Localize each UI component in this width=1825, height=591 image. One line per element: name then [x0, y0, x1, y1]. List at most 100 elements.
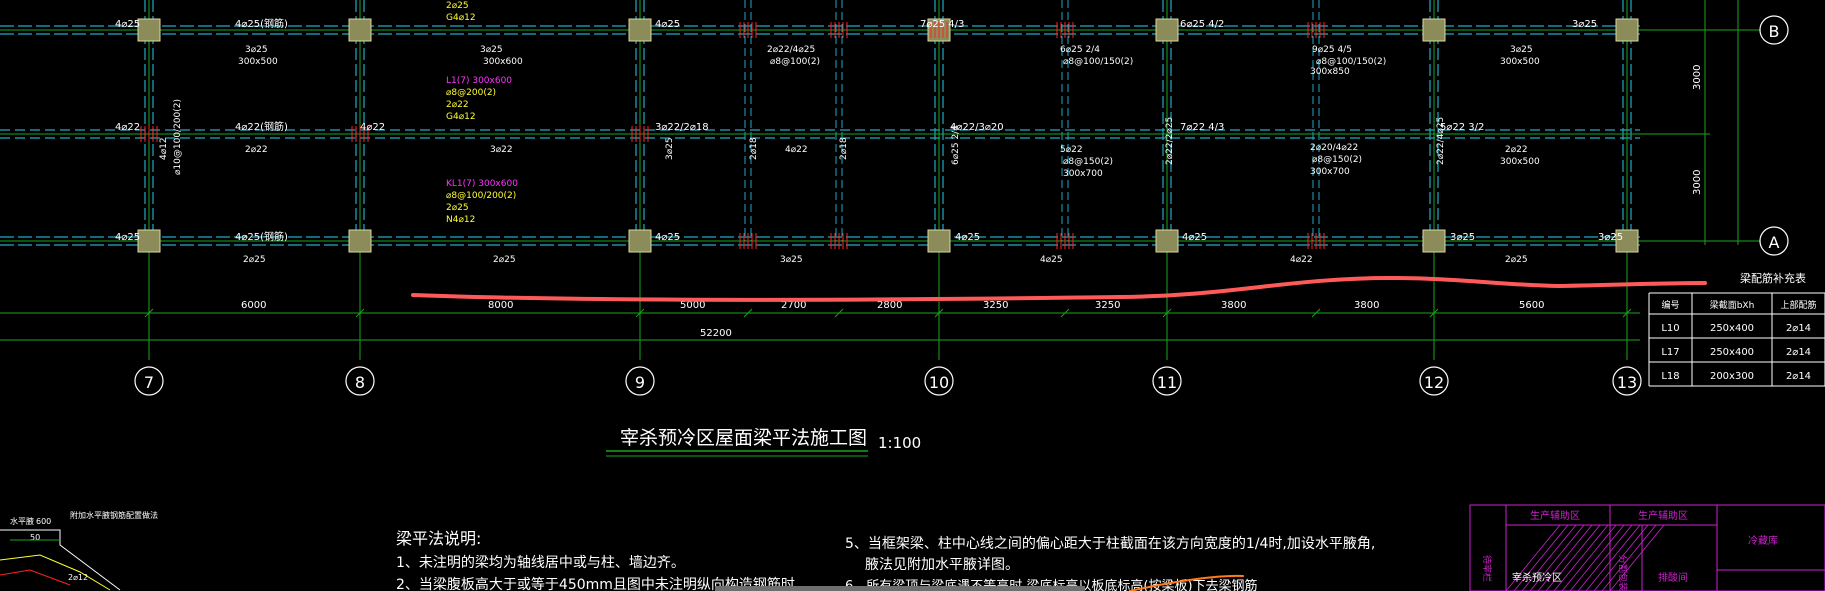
bay-span-dim: 3250 [1095, 300, 1120, 311]
detail-label: 50 [30, 533, 40, 542]
scrollbar-strip [715, 586, 1085, 591]
axis-label: 10 [929, 373, 949, 392]
beam-label-l1: 2⌀22 [446, 100, 469, 110]
beam-label-top: 4⌀25 [655, 19, 680, 30]
beam-label: 2⌀25 [1505, 255, 1528, 265]
axis-label: 7 [144, 373, 154, 392]
bay-span-dim: 2700 [781, 300, 806, 311]
beam-label: 3⌀22 [490, 145, 513, 155]
beam-label: 4⌀25 [1040, 255, 1063, 265]
beam-label-vertical: 2⌀18 [839, 137, 849, 160]
legend-hatch [1577, 524, 1633, 591]
legend-hatch [1593, 524, 1649, 591]
table-cell: L10 [1661, 323, 1679, 334]
beam-label-kl1: 2⌀25 [446, 203, 469, 213]
column-section [137, 18, 161, 42]
beam-label-mid: 4⌀22 [360, 122, 385, 133]
legend-hatch [1521, 524, 1577, 591]
beam-label: 300x700 [1310, 167, 1350, 177]
column-section [348, 229, 372, 253]
column-section [348, 18, 372, 42]
beam-label-mid: 4⌀22 [115, 122, 140, 133]
legend-cell: 排酸间 [1658, 571, 1688, 584]
detail-label: 2⌀12 [68, 573, 88, 582]
beam-label: 300x850 [1310, 67, 1350, 77]
bay-span-dim: 6000 [241, 300, 266, 311]
dim-tick [934, 308, 944, 318]
axis-bubble [134, 366, 164, 396]
bay-span-dim: 8000 [488, 300, 513, 311]
beam-label-yellow: G4⌀12 [446, 13, 476, 23]
note-item-2: 2、当梁腹板高大于或等于450mm且图中未注明纵向构造钢筋时 [396, 576, 795, 591]
beam-label: 3⌀25 [780, 255, 803, 265]
legend-hatch [1545, 524, 1601, 591]
detail-title: 附加水平腋钢筋配置做法 [70, 510, 158, 520]
beam-label-top: 3⌀25 [1572, 19, 1597, 30]
drawing-title: 宰杀预冷区屋面梁平法施工图 [620, 427, 867, 449]
legend-hatch [1529, 524, 1585, 591]
column-section [1422, 18, 1446, 42]
beam-label: 3⌀25 [480, 45, 503, 55]
legend-hatch [1513, 524, 1569, 591]
table-cell: 250x400 [1710, 323, 1754, 334]
beam-label-kl1: N4⌀12 [446, 215, 475, 225]
beam-label: ⌀8@150(2) [1063, 157, 1113, 167]
legend-hatch [1609, 524, 1665, 591]
axis-label: B [1769, 22, 1780, 41]
column-section [1155, 229, 1179, 253]
note-item-5: 5、当框架梁、柱中心线之间的偏心距大于柱截面在该方向宽度的1/4时,加设水平腋角… [845, 535, 1375, 552]
beam-label: 3⌀25 [1510, 45, 1533, 55]
beam-label-bottom: 4⌀25(钢筋) [235, 230, 288, 243]
beam-label-vertical: 2⌀18 [749, 137, 759, 160]
legend-hatch [1601, 524, 1657, 591]
axis-bubble [1759, 15, 1789, 45]
beam-label-l1: ⌀8@200(2) [446, 88, 496, 98]
bay-span-dim: 5000 [680, 300, 705, 311]
table-title: 梁配筋补充表 [1740, 271, 1806, 285]
legend-cell: 冷藏库 [1748, 534, 1778, 547]
beam-label-kl1: ⌀8@100/200(2) [446, 191, 516, 201]
beam-label-vertical: 2⌀22/4⌀25 [1436, 117, 1446, 165]
bay-span-dim: 3800 [1354, 300, 1379, 311]
detail-rebar [0, 554, 111, 591]
beam-label-vertical: 4⌀12 [159, 137, 169, 160]
table-header: 上部配筋 [1780, 299, 1816, 311]
axis-label: A [1769, 233, 1780, 252]
legend-hatch [1505, 524, 1561, 591]
column-section [628, 229, 652, 253]
structure-layer [0, 0, 1760, 360]
beam-label-vertical: 6⌀25 2/4 [951, 125, 961, 165]
legend-cell: 生产辅助区 [1530, 509, 1580, 522]
table-cell: L17 [1661, 347, 1679, 358]
column-section [628, 18, 652, 42]
column-section [1155, 18, 1179, 42]
legend-hatch [1553, 524, 1609, 591]
beam-label: 300x700 [1063, 169, 1103, 179]
beam-label: ⌀8@100/150(2) [1063, 57, 1133, 67]
bay-span-dim: 3800 [1221, 300, 1246, 311]
axis-bubble [924, 366, 954, 396]
table-cell: 2⌀14 [1786, 371, 1811, 382]
axis-label: 11 [1157, 373, 1177, 392]
beam-label: 300x500 [1500, 57, 1540, 67]
axis-bubble [1152, 366, 1182, 396]
total-dim: 52200 [700, 328, 732, 339]
beam-label-yellow: 2⌀25 [446, 1, 469, 11]
orange-stroke [1129, 574, 1244, 591]
highlight-stroke [411, 275, 1707, 302]
beam-label-mid: 5⌀22 3/2 [1440, 122, 1484, 133]
beam-label: 2⌀22/4⌀25 [767, 45, 815, 55]
detail-label: 水平腋 [10, 516, 34, 526]
detail-label: 600 [36, 517, 51, 526]
dim-tick [635, 308, 645, 318]
table-header: 梁截面bXh [1710, 299, 1755, 311]
beam-label: 2⌀25 [493, 255, 516, 265]
dim-tick [1162, 308, 1172, 318]
column-section [1615, 18, 1639, 42]
zone-legend: 生产辅助区生产辅助区冷藏库宰杀预冷区分割包装排酸间待宰栏 [1469, 504, 1825, 591]
